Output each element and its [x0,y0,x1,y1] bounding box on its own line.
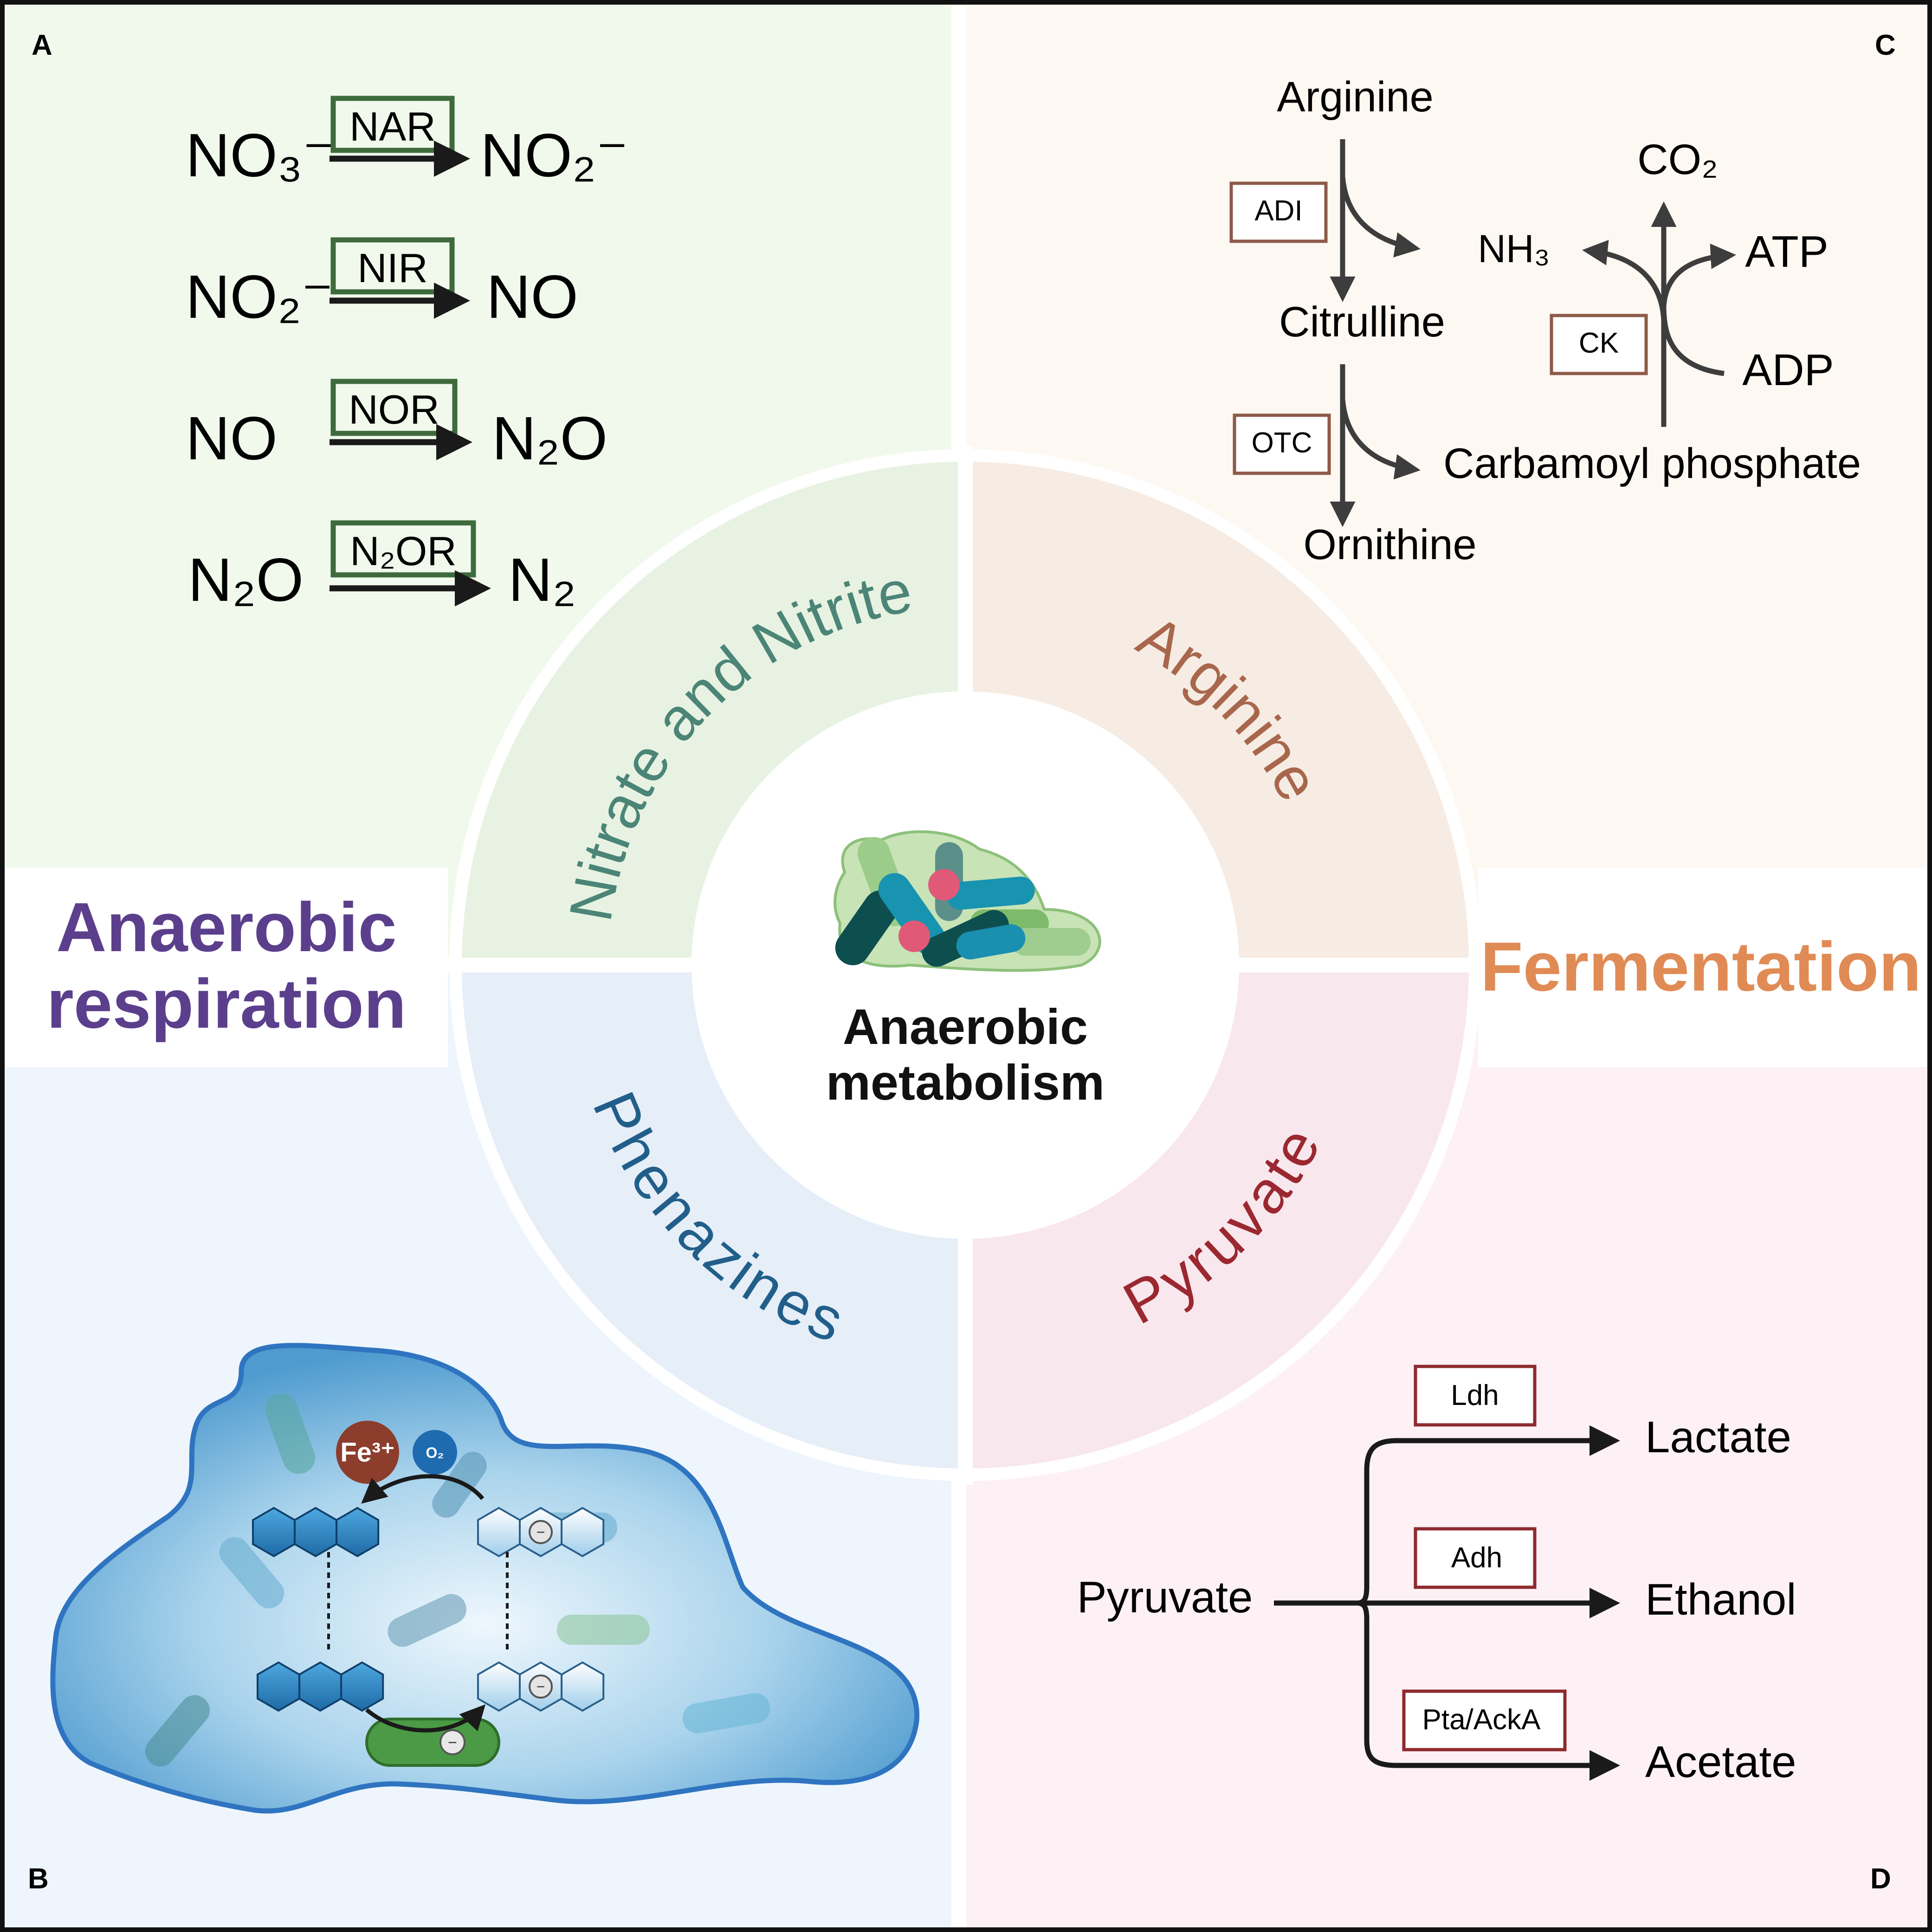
arginine-pathway: Arginine ADI NH₃ Citrulline OTC Carbamoy… [1229,73,1861,568]
phenazine-reduced-top: − [477,1507,605,1558]
left-label-box [5,868,448,1067]
phenazine-reduced-bottom: − [477,1661,605,1712]
adp-label: ADP [1742,345,1834,395]
acetate-label: Acetate [1645,1737,1796,1787]
co2-label: CO₂ [1637,136,1718,183]
lactate-label: Lactate [1645,1412,1791,1462]
reaction-row: NO₂⁻ NIR NO [186,237,578,331]
otc-label: OTC [1252,427,1312,459]
panel-c-letter: C [1875,29,1896,61]
phenazine-ring [561,1507,605,1558]
pyruvate-label: Pyruvate [1077,1572,1253,1622]
ldh-label: Ldh [1451,1379,1499,1411]
electron-symbol: − [448,1734,457,1752]
adi-enzyme-box [1229,181,1328,243]
carbamoyl-branch [1340,399,1421,480]
reaction-substrate: N₂O [188,546,304,614]
carbamoyl-label: Carbamoyl phosphate [1443,440,1861,487]
center-title-line2: metabolism [826,1054,1105,1110]
electron-on-bacterium [439,1729,465,1755]
left-label-line1: Anaerobic [56,888,397,966]
left-label-line2: respiration [46,965,406,1043]
ethanol-label: Ethanol [1645,1575,1796,1624]
enzyme-box [330,96,455,153]
oxidation-arrow [361,1474,485,1504]
bacteria-cluster-illustration [834,830,1101,972]
panel-b-letter: B [28,1863,49,1895]
adi-label: ADI [1254,195,1302,227]
panel-a-reactions: NO₃⁻ NAR NO₂⁻ NO₂⁻ NIR NO NO NOR N₂O N₂O… [186,96,628,614]
panel-a-letter: A [32,29,52,61]
adh-enzyme-box [1414,1527,1537,1589]
citrulline-label: Citrulline [1279,298,1445,346]
iron-ion-label: Fe³⁺ [340,1437,395,1468]
oxygen-label: O₂ [426,1444,444,1461]
right-label-box [1478,868,1927,1067]
ck-enzyme-box [1550,314,1648,375]
reaction-substrate: NO₃⁻ [186,121,335,189]
reaction-row: NO₃⁻ NAR NO₂⁻ [186,96,628,189]
enzyme-label: NIR [357,245,428,291]
phenazine-ring [336,1507,380,1558]
atp-label: ATP [1745,227,1829,277]
nh3-branch [1340,176,1421,258]
phenazine-ring [561,1661,605,1712]
electron-marker-symbol: − [536,1678,545,1695]
enzyme-label: N₂OR [350,528,457,574]
panel-d-letter: D [1870,1863,1891,1895]
enzyme-box [330,520,476,578]
phenazine-ring [340,1661,384,1712]
background-bacteria [145,1393,770,1767]
ck-label: CK [1579,327,1619,359]
enzyme-box [330,379,458,436]
pta-acka-enzyme-box [1402,1689,1567,1752]
enzyme-label: NAR [349,103,436,149]
reaction-product: NO [486,263,578,331]
reducing-bacterium [365,1718,500,1767]
biofilm-illustration: Fe³⁺ O₂ − − − [50,1343,919,1814]
otc-enzyme-box [1233,413,1331,475]
adh-label: Adh [1451,1542,1502,1574]
oxygen-molecule [413,1430,457,1475]
enzyme-box [330,237,455,295]
reaction-product: N₂ [508,546,576,614]
electron-marker-symbol: − [536,1524,545,1540]
branch-bracket [1357,1438,1397,1768]
adp-to-atp-arc [1661,243,1736,376]
reaction-row: N₂O N₂OR N₂ [188,520,576,614]
pta-acka-label: Pta/AckA [1422,1704,1541,1736]
ornithine-label: Ornithine [1303,521,1476,568]
electron-marker [529,1674,553,1699]
reduction-arrow [365,1704,486,1732]
phenazine-oxidized-bottom [257,1661,384,1712]
right-label: Fermentation [1480,927,1921,1005]
electron-marker [529,1520,553,1544]
reaction-row: NO NOR N₂O [186,379,607,472]
phenazine-oxidized-top [252,1507,380,1558]
enzyme-label: NOR [349,386,439,432]
reaction-substrate: NO₂⁻ [186,263,334,331]
nh3-label: NH₃ [1478,227,1550,270]
center-title-line1: Anaerobic [843,998,1088,1055]
reaction-substrate: NO [186,404,278,472]
reaction-product: NO₂⁻ [480,121,628,189]
reaction-product: N₂O [492,404,607,472]
iron-ion [336,1421,399,1484]
pyruvate-pathway: Pyruvate Ldh Adh Pta/AckA Lactate Ethano… [1077,1365,1796,1787]
ldh-enzyme-box [1414,1365,1537,1427]
arginine-label: Arginine [1277,73,1434,121]
